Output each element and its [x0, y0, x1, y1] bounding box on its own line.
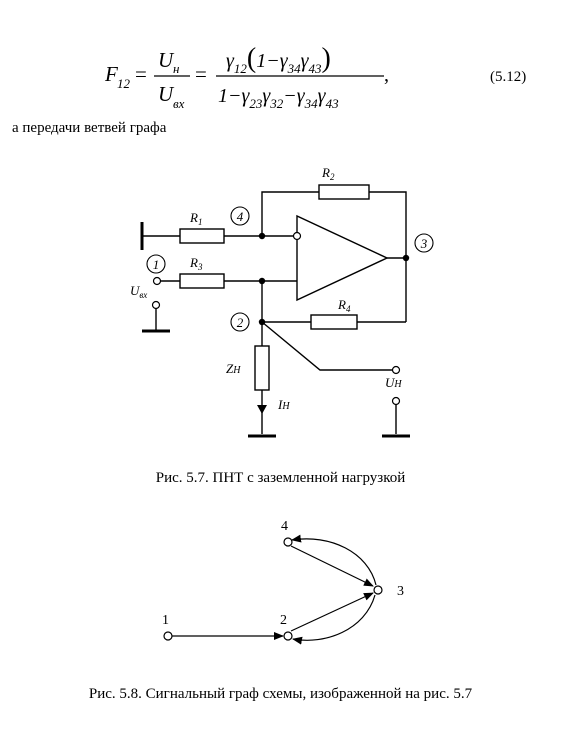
graph-label-4: 4 [281, 519, 288, 534]
resistor-r2 [318, 184, 370, 200]
node-circle-3 [414, 233, 434, 253]
edge-4-3 [290, 545, 374, 587]
formula-num2: γ12(1−γ34γ43) [226, 43, 331, 76]
output-ground-terminal [391, 396, 401, 406]
graph-label-3: 3 [397, 584, 404, 599]
resistor-r4 [310, 314, 358, 330]
node-label-4: 4 [237, 209, 244, 224]
op-amp [296, 214, 389, 302]
formula-comma: , [384, 64, 389, 86]
graph-node-2 [283, 631, 293, 641]
equation-number: (5.12) [490, 69, 526, 85]
node-label-1: 1 [153, 257, 160, 272]
output-terminal [391, 365, 401, 375]
figure-caption-5-7: Рис. 5.7. ПНТ с заземленной нагрузкой [155, 470, 406, 486]
node-label-2: 2 [237, 315, 244, 330]
node-circle-2 [230, 312, 250, 332]
label-r4: R4 [337, 297, 351, 314]
graph-node-1 [163, 631, 173, 641]
junction-dot [258, 232, 266, 240]
formula-lhs: F [104, 62, 118, 86]
formula-5-12: F 12 = U н U вх = γ12(1−γ34γ43) 1−γ23γ32… [104, 43, 526, 111]
resistor-r1 [179, 228, 225, 244]
equals-sign-2: = [195, 62, 207, 86]
edge-2-3 [290, 592, 374, 632]
node-label-3: 3 [420, 236, 428, 251]
current-arrow [257, 405, 267, 414]
circuit-diagram: 1 2 3 4 R2 R1 R3 R4 ZН IН Uвх UН [130, 165, 434, 438]
node-circle-4 [230, 206, 250, 226]
inverting-input-terminal [292, 231, 302, 241]
graph-label-2: 2 [280, 613, 287, 628]
edge-3-4 [291, 534, 377, 586]
junction-dot [402, 254, 410, 262]
label-r1: R1 [189, 210, 202, 227]
formula-num1: U [158, 48, 175, 72]
graph-node-4 [283, 537, 293, 547]
graph-node-3 [373, 585, 383, 595]
formula-den2: 1−γ23γ32−γ34γ43 [218, 85, 339, 111]
label-zn: ZН [226, 361, 241, 376]
load-zh [254, 345, 270, 391]
junction-dot [258, 318, 266, 326]
input-terminal [152, 276, 162, 286]
formula-den1: U [158, 82, 175, 106]
label-uin: Uвх [130, 283, 147, 300]
label-r2: R2 [321, 165, 335, 182]
figure-caption-5-8: Рис. 5.8. Сигнальный граф схемы, изображ… [88, 686, 473, 702]
resistor-r3 [179, 273, 225, 289]
label-r3: R3 [189, 255, 203, 272]
edge-3-2 [292, 594, 376, 645]
body-text-line: а передачи ветвей графа [12, 120, 167, 136]
formula-lhs-sub: 12 [117, 76, 131, 91]
formula-den1-sub: вх [173, 96, 185, 111]
graph-label-1: 1 [162, 613, 169, 628]
label-uout: UН [385, 375, 402, 390]
equals-sign-1: = [135, 62, 147, 86]
junction-dot [258, 277, 266, 285]
input-ground-terminal [151, 300, 161, 310]
signal-graph: 1 2 3 4 [162, 519, 404, 645]
formula-num1-sub: н [173, 61, 179, 76]
node-circle-1 [146, 254, 166, 274]
label-in: IН [277, 397, 290, 412]
